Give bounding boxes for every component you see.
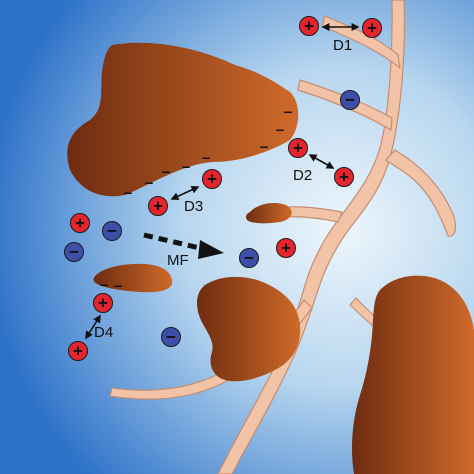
- cation-icon: +: [70, 213, 90, 233]
- cation-icon: +: [288, 138, 308, 158]
- anion-icon: −: [239, 248, 259, 268]
- svg-text:+: +: [339, 168, 349, 187]
- svg-text:−: −: [345, 91, 355, 110]
- surface-charge: –: [202, 150, 210, 167]
- label-d4: D4: [94, 324, 113, 341]
- surface-charge: –: [145, 175, 153, 192]
- cation-icon: +: [68, 341, 88, 361]
- label-d1: D1: [333, 37, 352, 54]
- label-d3: D3: [184, 198, 203, 215]
- svg-text:+: +: [281, 239, 291, 258]
- svg-text:+: +: [367, 19, 377, 38]
- particle-center-lower: [197, 276, 301, 382]
- surface-charge: –: [260, 139, 268, 156]
- label-mf: MF: [167, 252, 189, 269]
- svg-text:+: +: [98, 294, 108, 313]
- labels: D1 D2 D3 MF D4: [94, 37, 352, 341]
- double-arrow-icon: [170, 186, 200, 200]
- surface-charge: –: [284, 104, 292, 121]
- particle-large-top: [67, 42, 299, 197]
- svg-text:+: +: [304, 17, 314, 36]
- root-branch-right: [385, 149, 457, 237]
- svg-text:−: −: [69, 243, 79, 262]
- cation-icon: +: [276, 238, 296, 258]
- distance-arrows: [85, 23, 360, 340]
- svg-text:−: −: [107, 222, 117, 241]
- svg-text:+: +: [153, 197, 163, 216]
- cations: + + + + + + + +: [68, 16, 382, 361]
- svg-text:+: +: [75, 214, 85, 233]
- cation-icon: +: [362, 18, 382, 38]
- particle-small-mid: [246, 202, 292, 224]
- anion-icon: −: [102, 221, 122, 241]
- surface-charge: –: [124, 185, 132, 202]
- dashed-arrow-icon: [143, 232, 205, 252]
- double-arrow-icon: [85, 314, 101, 340]
- svg-text:+: +: [73, 342, 83, 361]
- cation-icon: +: [299, 16, 319, 36]
- anion-icon: −: [340, 90, 360, 110]
- svg-text:−: −: [244, 249, 254, 268]
- surface-charge: –: [276, 122, 284, 139]
- soil-particles: [67, 42, 474, 474]
- cation-icon: +: [93, 293, 113, 313]
- cation-icon: +: [148, 196, 168, 216]
- particle-lower-right: [352, 275, 474, 474]
- surface-charge: –: [100, 277, 108, 294]
- main-root: [217, 0, 405, 474]
- anion-icon: −: [161, 327, 181, 347]
- label-d2: D2: [293, 167, 312, 184]
- surface-charge: –: [162, 164, 170, 181]
- anions: − − − − −: [64, 90, 360, 347]
- anion-icon: −: [64, 242, 84, 262]
- cation-icon: +: [334, 167, 354, 187]
- svg-text:+: +: [293, 139, 303, 158]
- particle-small-left: [93, 263, 173, 293]
- dashed-arrow-head: [198, 240, 224, 259]
- surface-charge: –: [182, 159, 190, 176]
- cation-icon: +: [202, 169, 222, 189]
- surface-charges: – – – – – – – – – –: [100, 104, 292, 295]
- mass-flow-arrow: [143, 232, 224, 259]
- svg-text:+: +: [207, 170, 217, 189]
- double-arrow-icon: [308, 154, 335, 169]
- svg-text:−: −: [166, 328, 176, 347]
- surface-charge: –: [114, 278, 122, 295]
